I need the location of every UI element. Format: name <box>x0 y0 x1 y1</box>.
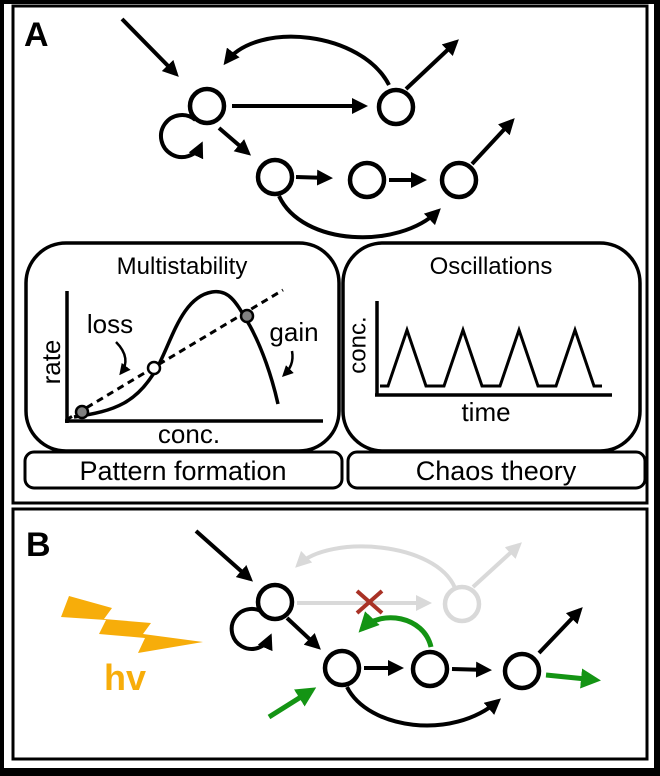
chaos-theory-box <box>346 450 647 490</box>
y-axis-label: conc. <box>345 316 372 373</box>
network-node <box>376 87 416 127</box>
loss-label: loss <box>87 309 133 339</box>
network-node <box>255 582 295 622</box>
multistability-title: Multistability <box>117 253 248 280</box>
light-induced-pathway <box>267 611 601 720</box>
frame-top <box>0 0 660 4</box>
network-node <box>410 649 450 689</box>
loss-pointer-arrow <box>115 341 131 376</box>
new-inflow-arrow <box>267 687 317 720</box>
light-stimulus: hv <box>61 596 203 698</box>
reaction-arrow <box>285 616 321 650</box>
pattern-formation-box <box>23 450 344 490</box>
x-axis-label: time <box>461 397 510 427</box>
multistability-inset: Multistability rate conc. loss gain <box>24 241 341 453</box>
panel-a-label: A <box>24 16 49 54</box>
pattern-formation-label: Pattern formation <box>79 456 286 486</box>
blocked-reaction-x-icon <box>355 589 384 615</box>
gain-label: gain <box>269 317 318 347</box>
reaction-network-a <box>120 17 515 240</box>
stable-fixed-point <box>74 404 90 420</box>
panel-a-border <box>11 4 649 505</box>
oscillations-inset: Oscillations conc. time <box>341 241 642 453</box>
network-node <box>439 160 479 200</box>
inflow-arrow <box>194 529 253 582</box>
reaction-network-b <box>194 529 583 728</box>
self-loop-arrow <box>159 113 204 160</box>
self-loop-arrow <box>229 606 273 652</box>
new-feedback-arc-arrow <box>358 611 434 648</box>
reaction-arrow <box>451 661 492 678</box>
loss-curve <box>73 289 280 419</box>
disabled-outflow-arrow <box>471 542 522 589</box>
chaos-theory-label: Chaos theory <box>416 456 577 486</box>
outflow-arrow <box>404 39 459 91</box>
feedback-arc-arrow <box>345 686 502 728</box>
disabled-network-node <box>442 584 482 624</box>
feedback-arc-arrow <box>223 34 391 86</box>
photon-hv-label: hv <box>104 657 146 698</box>
x-axis-label: conc. <box>158 419 220 449</box>
frame-right <box>654 0 660 776</box>
y-axis-label: rate <box>36 340 66 385</box>
oscillations-title: Oscillations <box>430 253 553 280</box>
frame-bottom <box>0 768 660 776</box>
reaction-arrow <box>217 126 252 156</box>
caption-boxes: Pattern formation Chaos theory <box>23 450 647 490</box>
stable-fixed-point <box>239 308 255 324</box>
network-node <box>502 651 542 691</box>
panel-b: B hv <box>11 507 649 761</box>
panel-a: A Multistability rate conc. <box>11 4 649 505</box>
oscillation-trace <box>380 325 602 388</box>
reaction-arrow <box>295 169 333 186</box>
frame-left <box>0 0 4 776</box>
gain-pointer-arrow <box>282 350 294 377</box>
panel-b-border <box>11 507 649 761</box>
disabled-feedback-arc-arrow <box>295 544 457 589</box>
panel-b-label: B <box>26 526 51 564</box>
lightning-bolt-icon <box>61 596 203 653</box>
outflow-arrow <box>470 118 515 166</box>
network-node <box>187 86 227 126</box>
unstable-fixed-point <box>146 360 162 376</box>
feedback-arc-arrow <box>277 195 441 240</box>
outflow-arrow <box>537 607 583 655</box>
inflow-arrow <box>120 17 179 77</box>
network-node <box>347 160 387 200</box>
network-node <box>255 157 295 197</box>
network-node <box>322 648 362 688</box>
new-outflow-arrow <box>545 668 601 689</box>
disabled-pathway <box>295 542 522 624</box>
